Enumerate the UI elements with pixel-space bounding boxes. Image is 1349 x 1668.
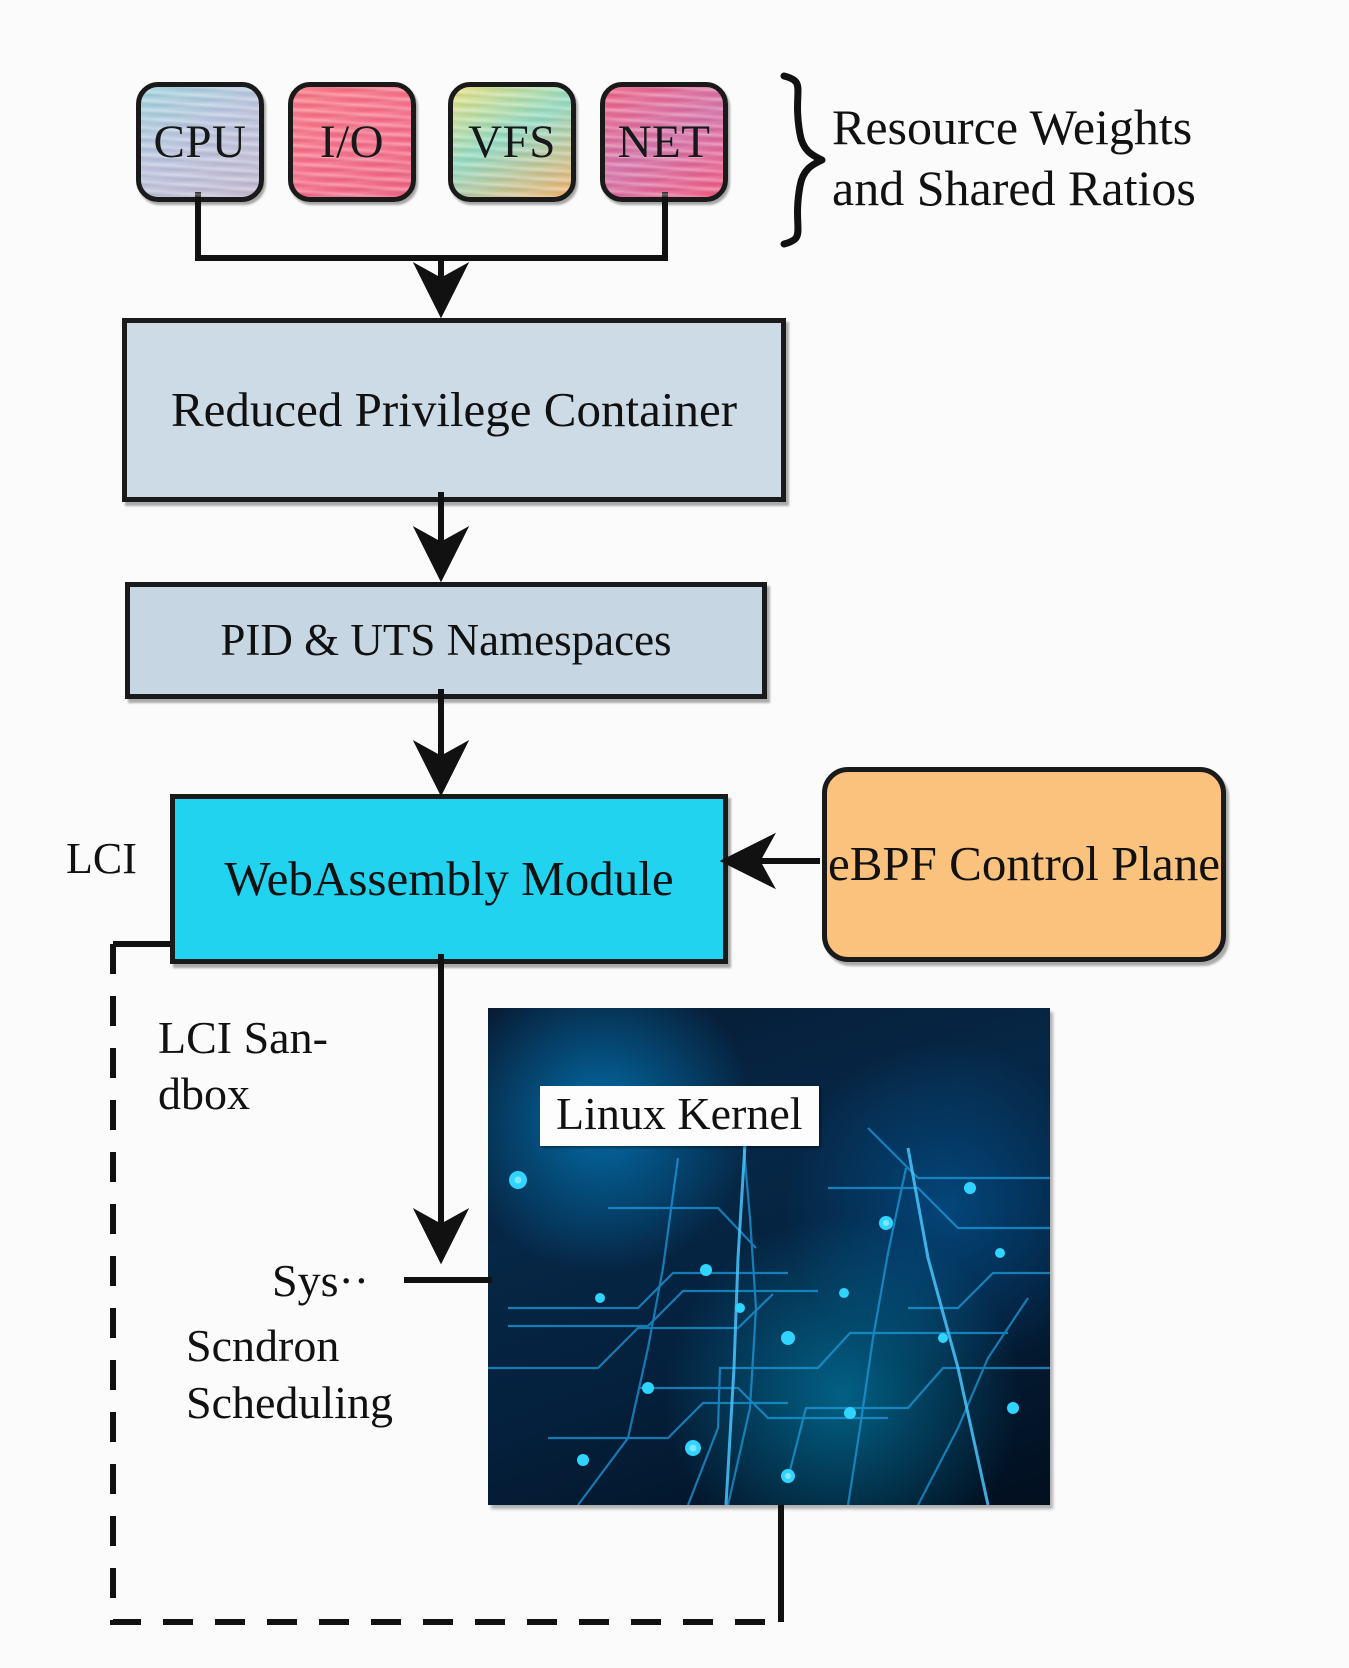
resource-chip-label: NET [617, 115, 711, 168]
resource-chip-label: I/O [319, 115, 385, 168]
chip-texture-overlay [605, 87, 723, 197]
chip-texture-overlay [293, 87, 411, 197]
chip-texture [453, 87, 571, 197]
circuit-pattern [488, 1127, 1050, 1505]
resource-manifold-line [195, 192, 668, 261]
chip-texture-overlay [141, 87, 259, 197]
linux-kernel-image[interactable]: Linux Kernel [488, 1008, 1050, 1505]
ebpf-control-plane-label: eBPF Control Plane [827, 836, 1221, 892]
resource-chip-io[interactable]: I/O [288, 82, 416, 202]
resource-chip-label: CPU [153, 115, 247, 168]
curly-brace-icon [780, 72, 826, 248]
pid-uts-namespaces-box[interactable]: PID & UTS Namespaces [125, 582, 767, 699]
pid-uts-namespaces-label: PID & UTS Namespaces [220, 615, 672, 666]
resource-chip-label: VFS [468, 115, 556, 168]
webassembly-module-label: WebAssembly Module [224, 850, 674, 906]
webassembly-module-box[interactable]: WebAssembly Module [170, 794, 728, 964]
lci-label: LCI [66, 834, 137, 883]
chip-texture [605, 87, 723, 197]
chip-texture-overlay [453, 87, 571, 197]
reduced-privilege-container-label: Reduced Privilege Container [170, 381, 738, 437]
scndron-scheduling-label: Scndron Scheduling [186, 1320, 393, 1429]
resource-chip-cpu[interactable]: CPU [136, 82, 264, 202]
linux-kernel-label: Linux Kernel [540, 1086, 819, 1147]
resource-chip-vfs[interactable]: VFS [448, 82, 576, 202]
chip-texture [141, 87, 259, 197]
lci-sandbox-label: LCI San- dbox [158, 1012, 328, 1120]
resource-chip-net[interactable]: NET [600, 82, 728, 202]
ebpf-control-plane-box[interactable]: eBPF Control Plane [822, 767, 1226, 962]
reduced-privilege-container-box[interactable]: Reduced Privilege Container [122, 318, 786, 502]
resource-weights-caption: Resource Weights and Shared Ratios [832, 99, 1196, 216]
syscall-label: Sys·· [272, 1255, 370, 1306]
chip-texture [293, 87, 411, 197]
